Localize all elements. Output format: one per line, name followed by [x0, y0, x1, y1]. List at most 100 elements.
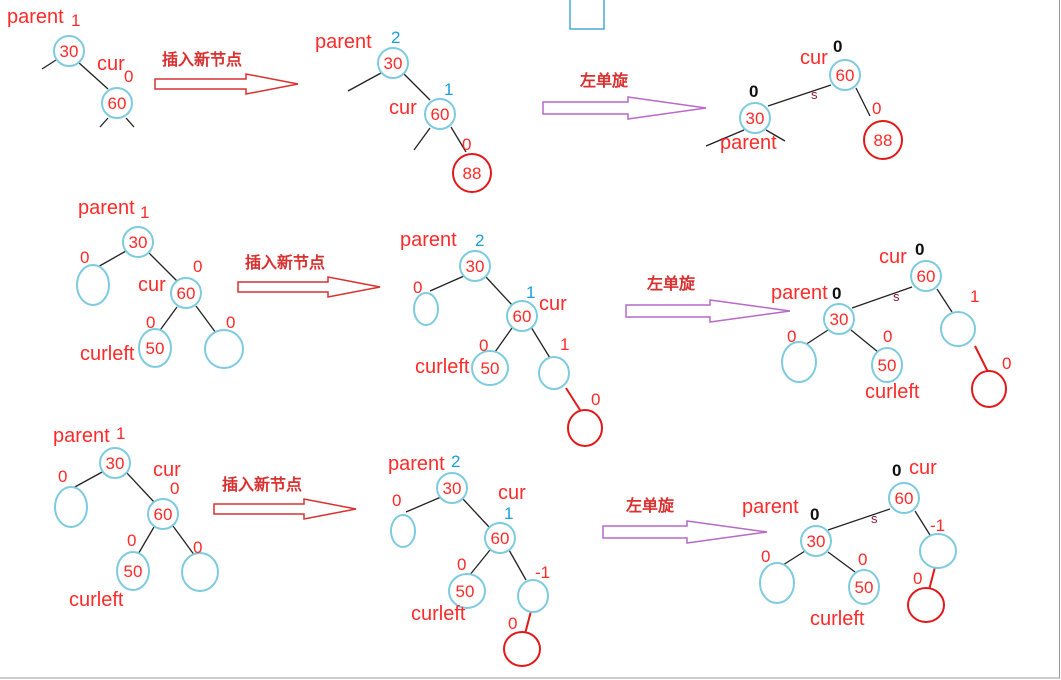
- node-50-value: 50: [124, 562, 143, 581]
- null-node: [413, 292, 439, 326]
- edge: [804, 329, 829, 346]
- parent-label: parent: [7, 6, 64, 28]
- row2-stage3: 60 30 50 cur 0 parent 0 0 0 curleft 1 0 …: [771, 240, 1011, 408]
- cur-label: cur: [97, 53, 125, 75]
- parent-label: parent: [400, 229, 457, 251]
- curleft-balance: 0: [127, 531, 136, 550]
- node-50: [848, 569, 880, 605]
- node-50-value: 50: [878, 356, 897, 375]
- new-node: [907, 587, 945, 623]
- edge: [95, 250, 127, 269]
- edge: [485, 276, 513, 306]
- new-edge: [524, 610, 532, 635]
- cur-label: cur: [539, 293, 567, 315]
- null-node: [940, 311, 976, 347]
- edge: [99, 117, 109, 128]
- node-50: [471, 350, 509, 386]
- edge: [125, 117, 135, 128]
- node-60-value: 60: [491, 529, 510, 548]
- edge: [508, 549, 527, 581]
- parent-label: parent: [388, 453, 445, 475]
- parent-balance: 0: [749, 82, 758, 101]
- right-balance: 0: [226, 313, 235, 332]
- row3-stage2: 30 60 50 parent 2 0 cur 1 0 curleft -1 0: [388, 452, 550, 667]
- edge: [827, 551, 856, 573]
- node-30-value: 30: [129, 233, 148, 252]
- curleft-label: curleft: [80, 343, 135, 365]
- edge: [172, 525, 196, 557]
- rotate-step-label: 左单旋: [625, 496, 675, 515]
- insert-step-label: 插入新节点: [245, 253, 325, 272]
- curleft-balance: 0: [883, 327, 892, 346]
- node-60-value: 60: [108, 94, 127, 113]
- null-node: [76, 264, 110, 306]
- node-30-value: 30: [807, 532, 826, 551]
- edge: [347, 72, 382, 92]
- node-60: [424, 98, 456, 130]
- new-node-balance: 0: [508, 614, 517, 633]
- node-50-value: 50: [146, 339, 165, 358]
- node-60: [101, 87, 133, 119]
- null-node: [919, 533, 957, 569]
- row1-stage2: 30 60 88 parent 2 cur 1 0: [315, 28, 492, 193]
- edge: [413, 127, 431, 151]
- curleft-balance: 0: [457, 555, 466, 574]
- null-node: [54, 486, 88, 528]
- node-50: [871, 347, 903, 383]
- rotate-arrow: [602, 520, 768, 544]
- node-30-value: 30: [60, 42, 79, 61]
- node-30: [739, 102, 771, 134]
- node-30: [459, 250, 491, 282]
- new-node-88: [452, 153, 492, 193]
- parent-balance: 0: [832, 284, 841, 303]
- edge: [403, 73, 431, 101]
- edge: [195, 305, 217, 334]
- row1-stage1: 30 60 parent 1 cur 0: [7, 6, 135, 128]
- node-50: [116, 551, 150, 591]
- edge: [855, 87, 871, 117]
- null-node: [390, 514, 416, 548]
- parent-balance: 1: [140, 203, 149, 222]
- edge: [782, 550, 806, 566]
- row3-stage1: 30 60 50 parent 1 0 cur 0 0 curleft 0: [53, 424, 219, 611]
- edge: [136, 526, 155, 557]
- left-balance: 0: [413, 278, 422, 297]
- new-node-balance: 0: [913, 569, 922, 588]
- rotate-step-label: 左单旋: [646, 274, 696, 293]
- parent-balance: 1: [71, 11, 80, 30]
- node-50-value: 50: [456, 582, 475, 601]
- edge: [462, 498, 491, 529]
- cur-label: cur: [498, 482, 526, 504]
- cur-label: cur: [909, 457, 937, 479]
- edge: [827, 508, 891, 531]
- node-60: [888, 482, 920, 514]
- parent-balance: 0: [810, 505, 819, 524]
- rotate-step-label: 左单旋: [579, 71, 629, 90]
- right-balance: -1: [930, 516, 945, 535]
- node-60: [506, 300, 538, 332]
- new-edge: [565, 387, 581, 411]
- curleft-label: curleft: [69, 589, 124, 611]
- edge: [530, 326, 551, 359]
- node-60-value: 60: [895, 489, 914, 508]
- edge: [765, 129, 786, 142]
- row2-stage1: 30 60 50 parent 1 0 cur 0 0 curleft 0: [76, 197, 244, 369]
- node-60-value: 60: [917, 267, 936, 286]
- edge: [851, 286, 913, 309]
- new-node-balance: 0: [872, 99, 881, 118]
- new-edge: [974, 345, 989, 373]
- node-30: [99, 447, 131, 479]
- node-30-value: 30: [106, 454, 125, 473]
- parent-label: parent: [720, 132, 777, 154]
- node-60-value: 60: [177, 284, 196, 303]
- insert-step-label: 插入新节点: [222, 475, 302, 494]
- new-node: [567, 409, 603, 447]
- edge: [429, 275, 465, 292]
- cur-balance: 0: [892, 461, 901, 480]
- edge: [125, 471, 155, 503]
- node-88-value: 88: [874, 131, 893, 150]
- node-60: [829, 59, 861, 91]
- curleft-label: curleft: [810, 608, 865, 630]
- new-node-balance: 0: [591, 390, 600, 409]
- node-88-value: 88: [463, 164, 482, 183]
